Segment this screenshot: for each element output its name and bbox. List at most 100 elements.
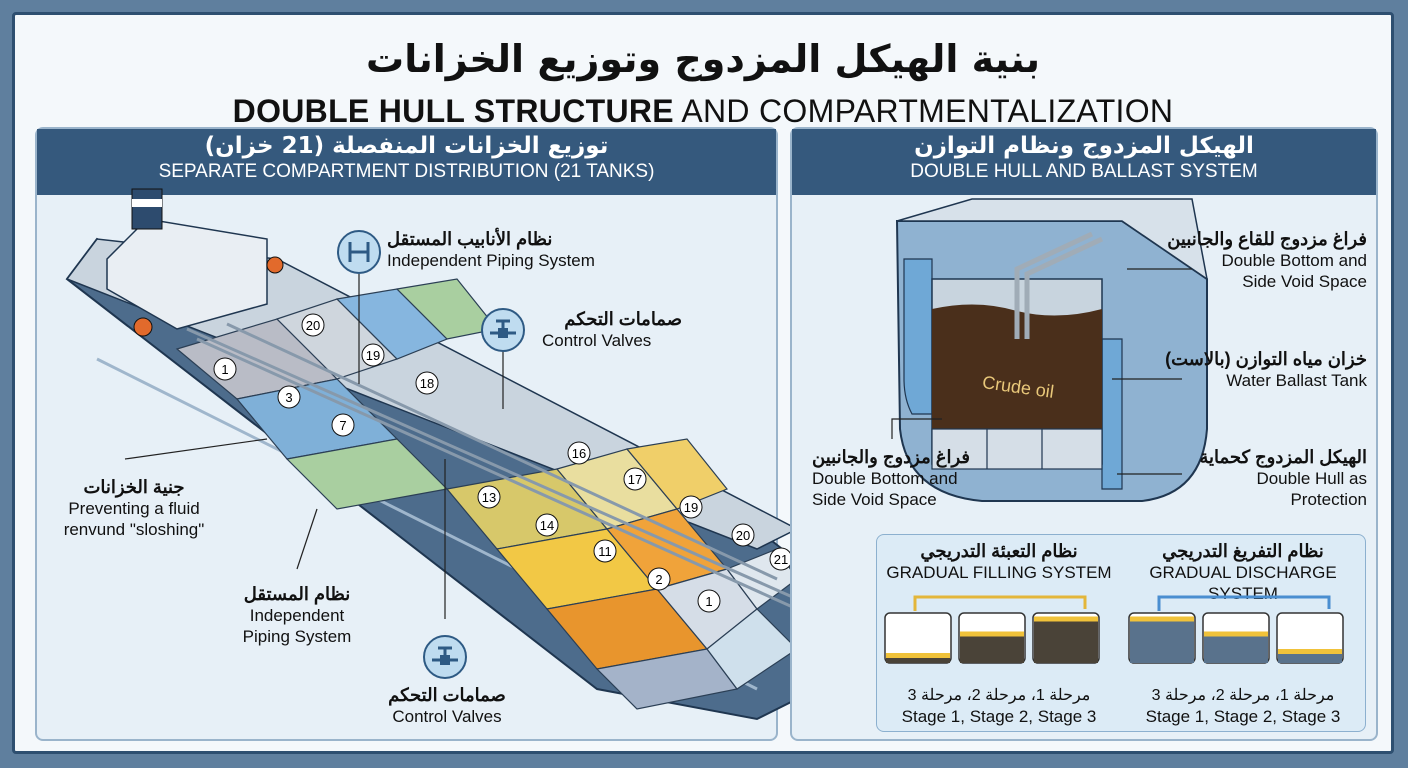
tank-label-18: 18 bbox=[420, 376, 434, 391]
discharge-stage-1-level bbox=[1130, 620, 1194, 663]
filling-stage-3-tank bbox=[1032, 612, 1100, 664]
callout-piping-top-ar: نظام الأنابيب المستقل bbox=[387, 229, 553, 249]
callout-void-left-en1: Double Bottom and bbox=[812, 469, 958, 488]
callout-hull-en2: Protection bbox=[1290, 490, 1367, 509]
tank-label-19a: 19 bbox=[366, 348, 380, 363]
tank-label-1: 1 bbox=[221, 362, 228, 377]
discharge-stage-3-level bbox=[1278, 653, 1342, 663]
infographic-frame: بنية الهيكل المزدوج وتوزيع الخزانات DOUB… bbox=[12, 12, 1394, 754]
main-title-english: DOUBLE HULL STRUCTURE AND COMPARTMENTALI… bbox=[15, 93, 1391, 130]
filling-stages-ar: مرحلة 1، مرحلة 2، مرحلة 3 bbox=[907, 687, 1091, 704]
discharge-stage-tanks bbox=[1128, 595, 1344, 664]
callout-piping-top-en: Independent Piping System bbox=[387, 251, 595, 270]
tank-marker-1: 1 bbox=[213, 357, 237, 381]
hull-leader-lines bbox=[891, 268, 1192, 475]
callout-valves-top-ar: صمامات التحكم bbox=[564, 309, 682, 329]
hull-cross-section bbox=[891, 198, 1209, 502]
callout-ballast-en: Water Ballast Tank bbox=[1226, 371, 1367, 390]
callout-void-left-ar: فراغ مزدوج والجانبين bbox=[812, 447, 971, 467]
tank-marker-3: 3 bbox=[277, 385, 301, 409]
filling-title-ar: نظام التعبئة التدريجي bbox=[920, 541, 1078, 561]
main-title-arabic: بنية الهيكل المزدوج وتوزيع الخزانات bbox=[366, 37, 1040, 81]
filling-flow-arrow bbox=[913, 595, 1087, 611]
piping-icon-top bbox=[337, 230, 381, 274]
callout-piping-bottom-ar: نظام المستقل bbox=[243, 584, 351, 604]
filling-stage-1-level bbox=[886, 657, 950, 663]
callout-valves-bottom-en: Control Valves bbox=[392, 707, 502, 726]
tank-label-13: 13 bbox=[482, 490, 496, 505]
tank-label-17: 17 bbox=[628, 472, 642, 487]
tank-label-1b: 1 bbox=[705, 594, 712, 609]
leader-lines bbox=[124, 274, 504, 619]
tank-label-11: 11 bbox=[598, 544, 612, 559]
tank-label-2: 2 bbox=[655, 572, 662, 587]
discharge-stages-label: مرحلة 1، مرحلة 2، مرحلة 3 Stage 1, Stage… bbox=[1121, 685, 1365, 727]
valve-icon-bottom bbox=[423, 635, 467, 679]
tank-marker-20b: 20 bbox=[731, 523, 755, 547]
filling-stage-2-tank bbox=[958, 612, 1026, 664]
tank-marker-18: 18 bbox=[415, 371, 439, 395]
filling-stage-1-tank bbox=[884, 612, 952, 664]
filling-stages-en: Stage 1, Stage 2, Stage 3 bbox=[901, 707, 1097, 726]
gradual-systems-box: نظام التعبئة التدريجي GRADUAL FILLING SY… bbox=[876, 534, 1366, 732]
filling-title-en: GRADUAL FILLING SYSTEM bbox=[886, 563, 1112, 582]
tank-distribution-header: توزيع الخزانات المنفصلة (21 خزان) SEPARA… bbox=[37, 129, 776, 195]
lifeboat-right bbox=[266, 256, 284, 274]
discharge-stage-2-level bbox=[1204, 635, 1268, 663]
crude-oil-fill bbox=[932, 304, 1102, 464]
discharge-stage-1-tank bbox=[1128, 612, 1196, 664]
callout-piping-bottom: نظام المستقل Independent Piping System bbox=[222, 584, 372, 647]
tank-distribution-heading-en: SEPARATE COMPARTMENT DISTRIBUTION (21 TA… bbox=[158, 161, 655, 182]
callout-tank-structure: جنية الخزانات Preventing a fluid renvund… bbox=[59, 477, 209, 540]
callout-void-left: فراغ مزدوج والجانبين Double Bottom and S… bbox=[812, 447, 1012, 510]
callout-hull: الهيكل المزدوج كحماية Double Hull as Pro… bbox=[1152, 447, 1367, 510]
lifeboat-left bbox=[133, 317, 153, 337]
tank-label-3: 3 bbox=[285, 390, 292, 405]
tank-distribution-heading-ar: توزيع الخزانات المنفصلة (21 خزان) bbox=[204, 133, 609, 159]
callout-piping-bottom-en2: Piping System bbox=[242, 627, 352, 646]
callout-hull-en1: Double Hull as bbox=[1256, 469, 1367, 488]
filling-system-title: نظام التعبئة التدريجي GRADUAL FILLING SY… bbox=[877, 541, 1121, 583]
tank-marker-19a: 19 bbox=[361, 343, 385, 367]
callout-valves-bottom-ar: صمامات التحكم bbox=[388, 685, 506, 705]
tank-label-21: 21 bbox=[774, 552, 788, 567]
main-title-rest-part: AND COMPARTMENTALIZATION bbox=[673, 93, 1174, 129]
tank-marker-19b: 19 bbox=[679, 495, 703, 519]
ballast-side-left bbox=[903, 258, 933, 415]
callout-void-top-en2: Side Void Space bbox=[1242, 272, 1367, 291]
filling-stages-label: مرحلة 1، مرحلة 2، مرحلة 3 Stage 1, Stage… bbox=[877, 685, 1121, 727]
tank-marker-17: 17 bbox=[623, 467, 647, 491]
tank-marker-20a: 20 bbox=[301, 313, 325, 337]
tank-label-20b: 20 bbox=[736, 528, 750, 543]
double-hull-header: الهيكل المزدوج ونظام التوازن DOUBLE HULL… bbox=[792, 129, 1376, 195]
callout-valves-top: صمامات التحكم Control Valves bbox=[542, 309, 682, 351]
tank-marker-13: 13 bbox=[477, 485, 501, 509]
tank-label-16: 16 bbox=[572, 446, 586, 461]
callout-void-left-en2: Side Void Space bbox=[812, 490, 937, 509]
callout-tank-structure-en2: renvund "sloshing" bbox=[63, 520, 205, 539]
double-hull-heading-ar: الهيكل المزدوج ونظام التوازن bbox=[914, 133, 1254, 159]
discharge-flow-arrow bbox=[1157, 595, 1331, 611]
callout-valves-bottom: صمامات التحكم Control Valves bbox=[372, 685, 522, 727]
tank-number-markers: 1 3 7 20 19 18 16 17 19 13 14 11 20 21 2… bbox=[213, 313, 793, 613]
ballast-side-right bbox=[1101, 338, 1123, 490]
hull-top-deck bbox=[896, 198, 1209, 281]
callout-tank-structure-en1: Preventing a fluid bbox=[68, 499, 200, 518]
valve-icon-top bbox=[481, 308, 525, 352]
callout-void-top-en1: Double Bottom and bbox=[1221, 251, 1367, 270]
tank-label-7: 7 bbox=[339, 418, 346, 433]
tank-label-19b: 19 bbox=[684, 500, 698, 515]
discharge-title-ar: نظام التفريغ التدريجي bbox=[1162, 541, 1324, 561]
tank-label-14: 14 bbox=[540, 518, 554, 533]
discharge-stage-2-tank bbox=[1202, 612, 1270, 664]
main-title-bold-part: DOUBLE HULL STRUCTURE bbox=[232, 93, 674, 129]
ship-funnel bbox=[131, 188, 163, 230]
double-hull-heading-en: DOUBLE HULL AND BALLAST SYSTEM bbox=[910, 161, 1258, 182]
callout-ballast: خزان مياه التوازن (بالاست) Water Ballast… bbox=[1152, 349, 1367, 391]
callout-void-top: فراغ مزدوج للقاع والجانبين Double Bottom… bbox=[1152, 229, 1367, 292]
discharge-stages-ar: مرحلة 1، مرحلة 2، مرحلة 3 bbox=[1151, 687, 1335, 704]
tank-marker-7: 7 bbox=[331, 413, 355, 437]
callout-ballast-ar: خزان مياه التوازن (بالاست) bbox=[1165, 349, 1367, 369]
callout-piping-bottom-en1: Independent bbox=[249, 606, 345, 625]
tank-marker-11: 11 bbox=[593, 539, 617, 563]
